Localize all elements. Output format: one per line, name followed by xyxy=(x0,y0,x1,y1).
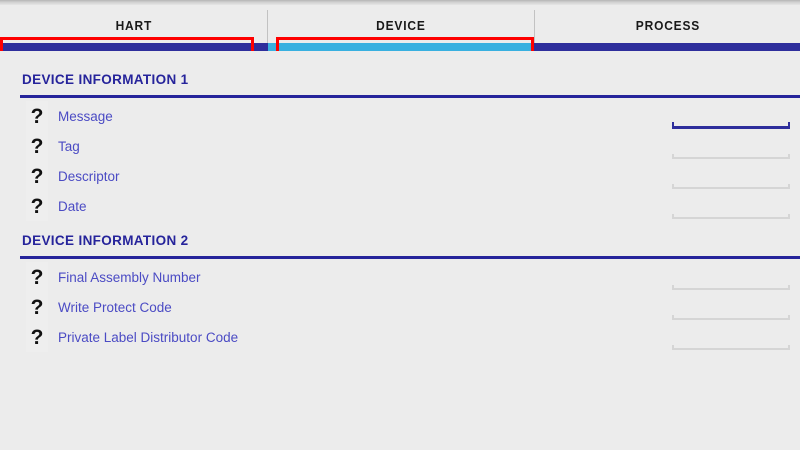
list-item-label: Write Protect Code xyxy=(58,299,172,315)
list-item[interactable]: ? Private Label Distributor Code xyxy=(0,322,800,352)
input-underline xyxy=(672,187,790,189)
value-input-final-assembly-number[interactable] xyxy=(672,264,790,290)
input-underline xyxy=(672,126,790,129)
list-item[interactable]: ? Date xyxy=(0,191,800,221)
tab-process-label: PROCESS xyxy=(635,18,700,33)
input-underline xyxy=(672,318,790,320)
input-tick-right xyxy=(788,154,790,159)
value-input-descriptor[interactable] xyxy=(672,163,790,189)
tab-indicator-device xyxy=(268,43,534,51)
input-tick-left xyxy=(672,285,674,290)
input-tick-right xyxy=(788,184,790,189)
tab-bar: HART DEVICE PROCESS xyxy=(0,5,800,46)
list-item[interactable]: ? Tag xyxy=(0,131,800,161)
value-input-tag[interactable] xyxy=(672,133,790,159)
list-item-label: Date xyxy=(58,198,87,214)
input-tick-right xyxy=(788,285,790,290)
question-mark-icon: ? xyxy=(26,101,48,131)
input-tick-right xyxy=(788,214,790,219)
value-input-message[interactable] xyxy=(672,103,790,129)
tab-process[interactable]: PROCESS xyxy=(535,5,800,46)
input-tick-left xyxy=(672,122,674,129)
section-rule-2 xyxy=(20,256,800,259)
input-underline xyxy=(672,157,790,159)
input-underline xyxy=(672,217,790,219)
question-mark-icon: ? xyxy=(26,191,48,221)
list-item-label: Private Label Distributor Code xyxy=(58,329,239,345)
tab-device[interactable]: DEVICE xyxy=(268,5,534,46)
section-rule-1 xyxy=(20,95,800,98)
input-tick-right xyxy=(788,315,790,320)
question-mark-icon: ? xyxy=(26,292,48,322)
value-input-private-label-distributor-code[interactable] xyxy=(672,324,790,350)
input-tick-right xyxy=(788,345,790,350)
tab-divider-1 xyxy=(267,10,268,46)
list-item-label: Message xyxy=(58,108,113,124)
input-tick-left xyxy=(672,184,674,189)
input-tick-left xyxy=(672,345,674,350)
question-mark-icon: ? xyxy=(26,131,48,161)
list-item[interactable]: ? Descriptor xyxy=(0,161,800,191)
input-underline xyxy=(672,288,790,290)
settings-list[interactable]: DEVICE INFORMATION 1 ? Message ? Tag xyxy=(0,51,800,450)
tab-indicator-row xyxy=(0,43,800,51)
input-tick-left xyxy=(672,315,674,320)
input-tick-left xyxy=(672,214,674,219)
tab-divider-2 xyxy=(534,10,535,46)
question-mark-icon: ? xyxy=(26,262,48,292)
tab-indicator-process xyxy=(534,43,800,51)
value-input-date[interactable] xyxy=(672,193,790,219)
question-mark-icon: ? xyxy=(26,161,48,191)
section-header-device-information-1: DEVICE INFORMATION 1 xyxy=(22,72,189,87)
list-item-label: Tag xyxy=(58,138,80,154)
tab-indicator-hart xyxy=(0,43,268,51)
list-item[interactable]: ? Write Protect Code xyxy=(0,292,800,322)
input-tick-right xyxy=(788,122,790,129)
tab-hart-label: HART xyxy=(115,18,152,33)
question-mark-icon: ? xyxy=(26,322,48,352)
list-item-label: Final Assembly Number xyxy=(58,269,201,285)
tab-hart[interactable]: HART xyxy=(0,5,267,46)
list-item-label: Descriptor xyxy=(58,168,120,184)
window-top-shadow xyxy=(0,0,800,5)
value-input-write-protect-code[interactable] xyxy=(672,294,790,320)
list-item[interactable]: ? Message xyxy=(0,101,800,131)
input-tick-left xyxy=(672,154,674,159)
list-item[interactable]: ? Final Assembly Number xyxy=(0,262,800,292)
section-header-device-information-2: DEVICE INFORMATION 2 xyxy=(22,233,189,248)
tab-device-label: DEVICE xyxy=(376,18,426,33)
input-underline xyxy=(672,348,790,350)
